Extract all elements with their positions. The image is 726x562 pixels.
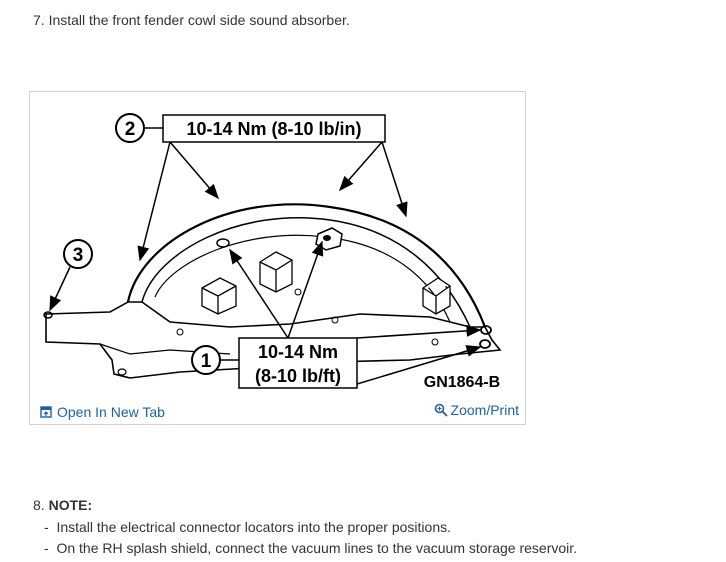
hole-4 xyxy=(431,338,439,346)
hole-3 xyxy=(331,316,339,324)
locator-left xyxy=(216,238,230,248)
block-left xyxy=(201,277,237,315)
locator-top-hole xyxy=(323,235,331,241)
zoom-print-link[interactable]: Zoom/Print xyxy=(434,402,519,418)
bolt-left xyxy=(43,311,53,319)
label-bottom-box xyxy=(238,337,358,389)
splash-shield-diagram: 2 10-14 Nm (8-10 lb/in) 3 1 10-14 Nm (8-… xyxy=(43,113,502,391)
bolt-right-2 xyxy=(479,339,491,349)
callout-2: 2 xyxy=(125,119,136,140)
figure-panel: 2 10-14 Nm (8-10 lb/in) 3 1 10-14 Nm (8-… xyxy=(29,91,526,425)
list-item: - On the RH splash shield, connect the v… xyxy=(44,540,578,556)
label-bottom-line1: 10-14 Nm xyxy=(258,342,338,362)
note-bullets: - Install the electrical connector locat… xyxy=(44,517,577,559)
open-in-new-tab-label: Open In New Tab xyxy=(57,404,165,420)
list-item: - Install the electrical connector locat… xyxy=(44,519,451,535)
figure-id: GN1864-B xyxy=(424,374,500,391)
label-top-box xyxy=(162,114,386,143)
step-8: 8. NOTE: xyxy=(33,497,92,513)
callout-3: 3 xyxy=(73,245,84,266)
hole-1 xyxy=(176,328,184,336)
note-label: NOTE: xyxy=(48,497,93,513)
callout-1: 1 xyxy=(201,351,212,372)
callout-3-circle xyxy=(63,239,93,269)
shield-lower-body xyxy=(45,301,502,379)
block-middle xyxy=(259,251,293,293)
hole-2 xyxy=(294,288,302,296)
label-top: 10-14 Nm (8-10 lb/in) xyxy=(186,119,361,139)
shield-outer-arch xyxy=(126,203,487,328)
open-new-tab-icon xyxy=(40,406,52,418)
hole-bottom xyxy=(117,368,127,376)
step-7-text: Install the front fender cowl side sound… xyxy=(48,12,350,28)
zoom-print-label: Zoom/Print xyxy=(450,402,519,418)
label-bottom-line2: (8-10 lb/ft) xyxy=(255,366,341,386)
step-7-number: 7. xyxy=(33,12,45,28)
step-8-number: 8. xyxy=(33,497,45,513)
zoom-magnifier-icon xyxy=(434,403,448,417)
open-in-new-tab-link[interactable]: Open In New Tab xyxy=(40,404,165,420)
block-right xyxy=(422,277,451,315)
step-7: 7. Install the front fender cowl side so… xyxy=(33,12,350,28)
shield-inner-arch xyxy=(141,216,471,328)
figure-footer: Open In New Tab Zoom/Print xyxy=(30,402,525,424)
